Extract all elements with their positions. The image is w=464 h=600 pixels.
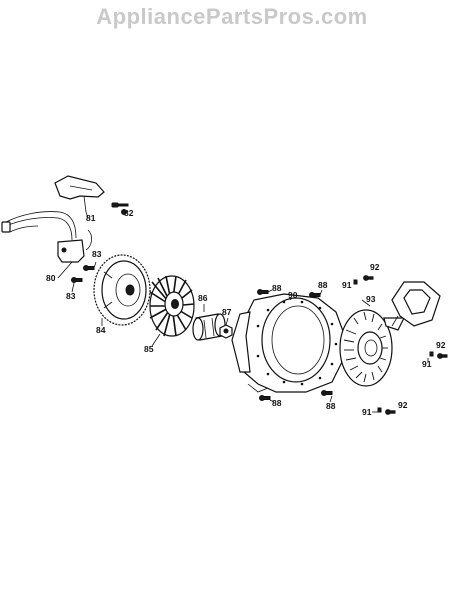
callout-92-right: 92 xyxy=(436,340,446,350)
part-86-starter-cup[interactable] xyxy=(192,313,226,341)
part-91-screw-right[interactable] xyxy=(429,351,434,357)
callout-87: 87 xyxy=(222,307,232,317)
part-87-nut[interactable] xyxy=(219,324,233,339)
part-83-screw-upper[interactable] xyxy=(83,265,95,271)
part-84-flywheel[interactable] xyxy=(93,254,151,326)
part-83-screw-lower[interactable] xyxy=(71,277,83,283)
callout-88-lower-left: 88 xyxy=(272,398,282,408)
callout-92-bottom: 92 xyxy=(398,400,408,410)
part-92-screw-bottom[interactable] xyxy=(385,409,396,415)
callout-80: 80 xyxy=(46,273,56,283)
part-93-recoil-starter[interactable] xyxy=(339,309,405,387)
callout-83-lower: 83 xyxy=(66,291,76,301)
part-92-screw-top[interactable] xyxy=(363,275,374,281)
callout-93: 93 xyxy=(366,294,376,304)
part-90-blower-housing[interactable] xyxy=(231,293,345,393)
part-81-bracket[interactable] xyxy=(54,175,105,213)
part-88-screw-upper-left[interactable] xyxy=(257,289,269,295)
callout-91-top: 91 xyxy=(342,280,352,290)
part-91-screw-top[interactable] xyxy=(353,279,358,285)
callout-91-bottom: 91 xyxy=(362,407,372,417)
part-88-screw-lower-right[interactable] xyxy=(321,390,333,396)
callout-83-upper: 83 xyxy=(92,249,102,259)
callout-90: 90 xyxy=(288,290,298,300)
callout-88-lower-right: 88 xyxy=(326,401,336,411)
part-92-screw-right[interactable] xyxy=(437,353,448,359)
part-91-screw-bottom[interactable] xyxy=(377,407,382,413)
callout-82: 82 xyxy=(124,208,134,218)
callout-88-upper-right: 88 xyxy=(318,280,328,290)
part-88-screw-lower-left[interactable] xyxy=(259,395,271,401)
leader-lines xyxy=(57,209,429,413)
callout-86: 86 xyxy=(198,293,208,303)
callout-92-top: 92 xyxy=(370,262,380,272)
part-85-fan[interactable] xyxy=(149,275,195,337)
callout-85: 85 xyxy=(144,344,154,354)
callout-81: 81 xyxy=(86,213,96,223)
callout-91-right: 91 xyxy=(422,359,432,369)
callout-84: 84 xyxy=(96,325,106,335)
watermark-logo: AppliancePartsPros.com xyxy=(96,4,368,29)
callout-88-upper-left: 88 xyxy=(272,283,282,293)
starter-handle[interactable] xyxy=(391,281,441,327)
part-80-wire-harness[interactable] xyxy=(1,211,92,263)
